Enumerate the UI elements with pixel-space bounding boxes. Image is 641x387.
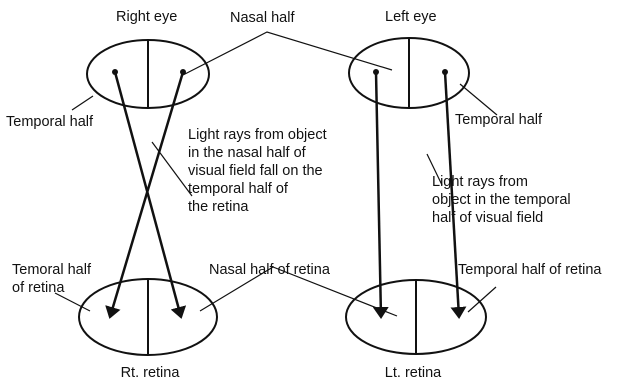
temporal-half-right-leader: [459, 83, 498, 116]
ray-left-eye-nasal: [372, 71, 389, 319]
nasal-rays-line-4: temporal half of: [188, 181, 288, 197]
ray-right-eye-temporal: [113, 71, 187, 319]
nasal-half-retina-leader: [199, 266, 398, 317]
nasal-half-retina-label: Nasal half of retina: [209, 262, 330, 278]
temoral-half-retina-line-2: of retina: [12, 280, 65, 296]
temporal-rays-line-2: object in the temporal: [432, 192, 571, 208]
nasal-rays-line-3: visual field fall on the: [188, 163, 323, 179]
temporal-rays-line-3: half of visual field: [432, 210, 544, 226]
nasal-rays-leader: [151, 141, 193, 197]
right-eye-label: Right eye: [116, 9, 178, 25]
nasal-rays-line-2: in the nasal half of: [188, 145, 306, 161]
ray-left-eye-temporal: [443, 71, 467, 319]
nasal-rays-line-1: Light rays from object: [188, 127, 327, 143]
temporal-half-retina-leader: [467, 286, 497, 313]
temporal-half-left-label: Temporal half: [6, 114, 94, 130]
nasal-half-leader: [182, 31, 393, 76]
temporal-rays-leader: [426, 153, 443, 186]
nasal-rays-line-5: the retina: [188, 199, 249, 215]
ray-right-eye-nasal: [105, 71, 185, 319]
temporal-rays-line-1: Light rays from: [432, 174, 528, 190]
rt-retina-label: Rt. retina: [120, 365, 180, 381]
nasal-half-label: Nasal half: [230, 10, 295, 26]
left-eye-label: Left eye: [385, 9, 437, 25]
lt-retina-label: Lt. retina: [384, 365, 442, 381]
temporal-half-retina-label: Temporal half of retina: [458, 262, 602, 278]
temporal-half-right-label: Temporal half: [455, 112, 543, 128]
temoral-half-retina-line-1: Temoral half: [12, 262, 91, 278]
temporal-half-left-leader: [71, 95, 94, 111]
temoral-half-retina-leader: [54, 292, 91, 312]
